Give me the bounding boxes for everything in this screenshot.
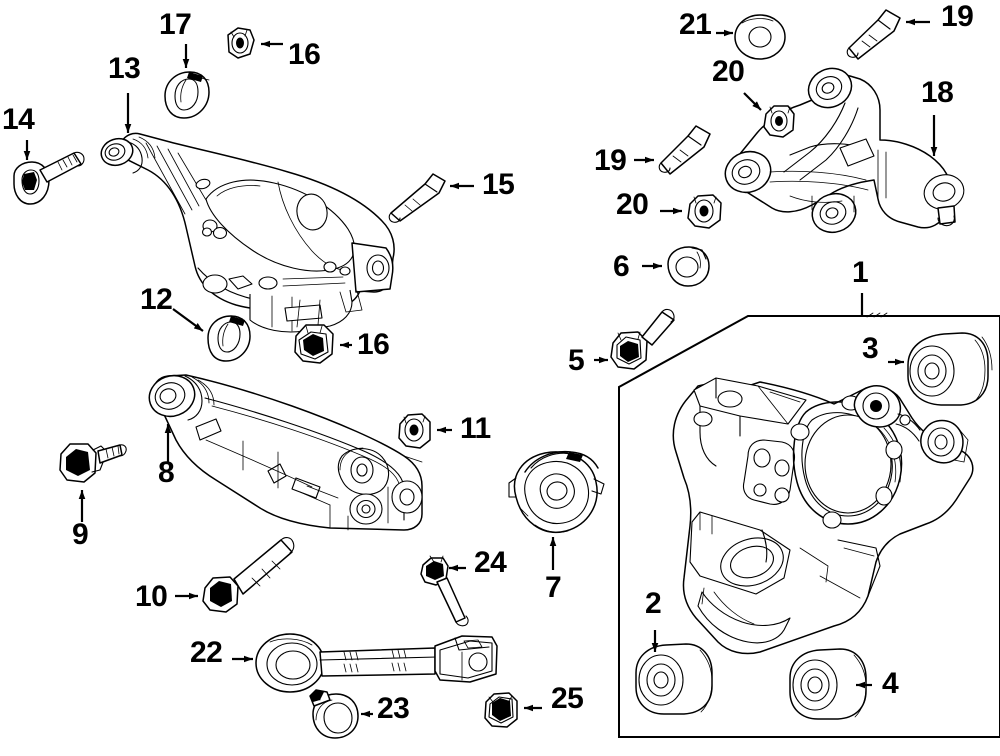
- callout-label-16-lower: 16: [357, 328, 390, 361]
- callout-label-14: 14: [2, 103, 35, 136]
- callout-label-1: 1: [852, 256, 869, 289]
- part-25-castle-nut: [484, 692, 518, 728]
- callout-label-7: 7: [545, 571, 562, 604]
- callout-label-24: 24: [474, 546, 507, 579]
- callout-label-21: 21: [679, 8, 712, 41]
- part-6-flange-nut: [667, 246, 710, 287]
- part-4-knuckle-bushing-lower-rear: [789, 648, 867, 720]
- callout-label-3: 3: [862, 332, 879, 365]
- part-3-knuckle-bushing-upper: [907, 332, 993, 406]
- leader-12: [172, 308, 204, 332]
- callout-label-22: 22: [190, 636, 223, 669]
- part-11-flange-nut: [398, 413, 431, 449]
- part-1-rear-knuckle-body: [672, 377, 974, 655]
- callout-label-16-upper: 16: [288, 38, 321, 71]
- part-16-flange-nut-lower: [294, 324, 334, 364]
- callout-label-18: 18: [921, 76, 954, 109]
- callout-label-17: 17: [159, 8, 192, 41]
- callout-label-20-lower: 20: [616, 188, 649, 221]
- callout-label-23: 23: [377, 692, 410, 725]
- part-13-upper-control-arm: [100, 132, 395, 333]
- part-20-nut-lower: [687, 194, 722, 229]
- callout-label-13: 13: [108, 52, 141, 85]
- part-24-shield-bolt: [420, 555, 469, 627]
- leader-20-upper: [743, 92, 762, 111]
- part-8-lower-control-arm: [148, 374, 423, 531]
- callout-label-20-upper: 20: [712, 55, 745, 88]
- callout-label-19-upper: 19: [941, 0, 974, 33]
- part-19-bolt-upper: [846, 9, 901, 60]
- group-box-1: [618, 293, 1000, 738]
- callout-label-5: 5: [568, 344, 585, 377]
- callout-label-2: 2: [645, 587, 662, 620]
- part-7-splash-shield: [508, 450, 605, 533]
- part-22-toe-link: [255, 633, 498, 693]
- part-16-flange-nut-upper: [227, 27, 255, 59]
- callout-label-12: 12: [140, 283, 173, 316]
- callout-label-11: 11: [460, 412, 491, 445]
- part-20-nut-upper: [763, 105, 795, 138]
- part-2-knuckle-bushing-lower-front: [635, 643, 713, 715]
- part-9-hex-flange-bolt: [59, 443, 127, 483]
- callout-label-6: 6: [613, 250, 630, 283]
- part-21-flat-washer: [734, 14, 786, 60]
- part-12-split-bushing: [207, 315, 251, 362]
- part-23-stud-bolt: [309, 689, 359, 739]
- part-19-bolt-lower: [658, 125, 711, 175]
- callout-label-19-lower: 19: [594, 144, 627, 177]
- part-15-suspension-bolt: [388, 173, 446, 223]
- callout-label-4: 4: [882, 667, 899, 700]
- part-17-split-bushing: [164, 71, 210, 119]
- callout-label-25: 25: [551, 682, 584, 715]
- part-10-long-bolt: [202, 537, 295, 613]
- part-14-flange-bolt: [13, 151, 85, 205]
- callout-label-9: 9: [72, 518, 89, 551]
- callout-label-15: 15: [482, 168, 515, 201]
- callout-label-8: 8: [158, 456, 175, 489]
- callout-label-10: 10: [135, 580, 168, 613]
- part-5-flange-bolt: [610, 308, 675, 370]
